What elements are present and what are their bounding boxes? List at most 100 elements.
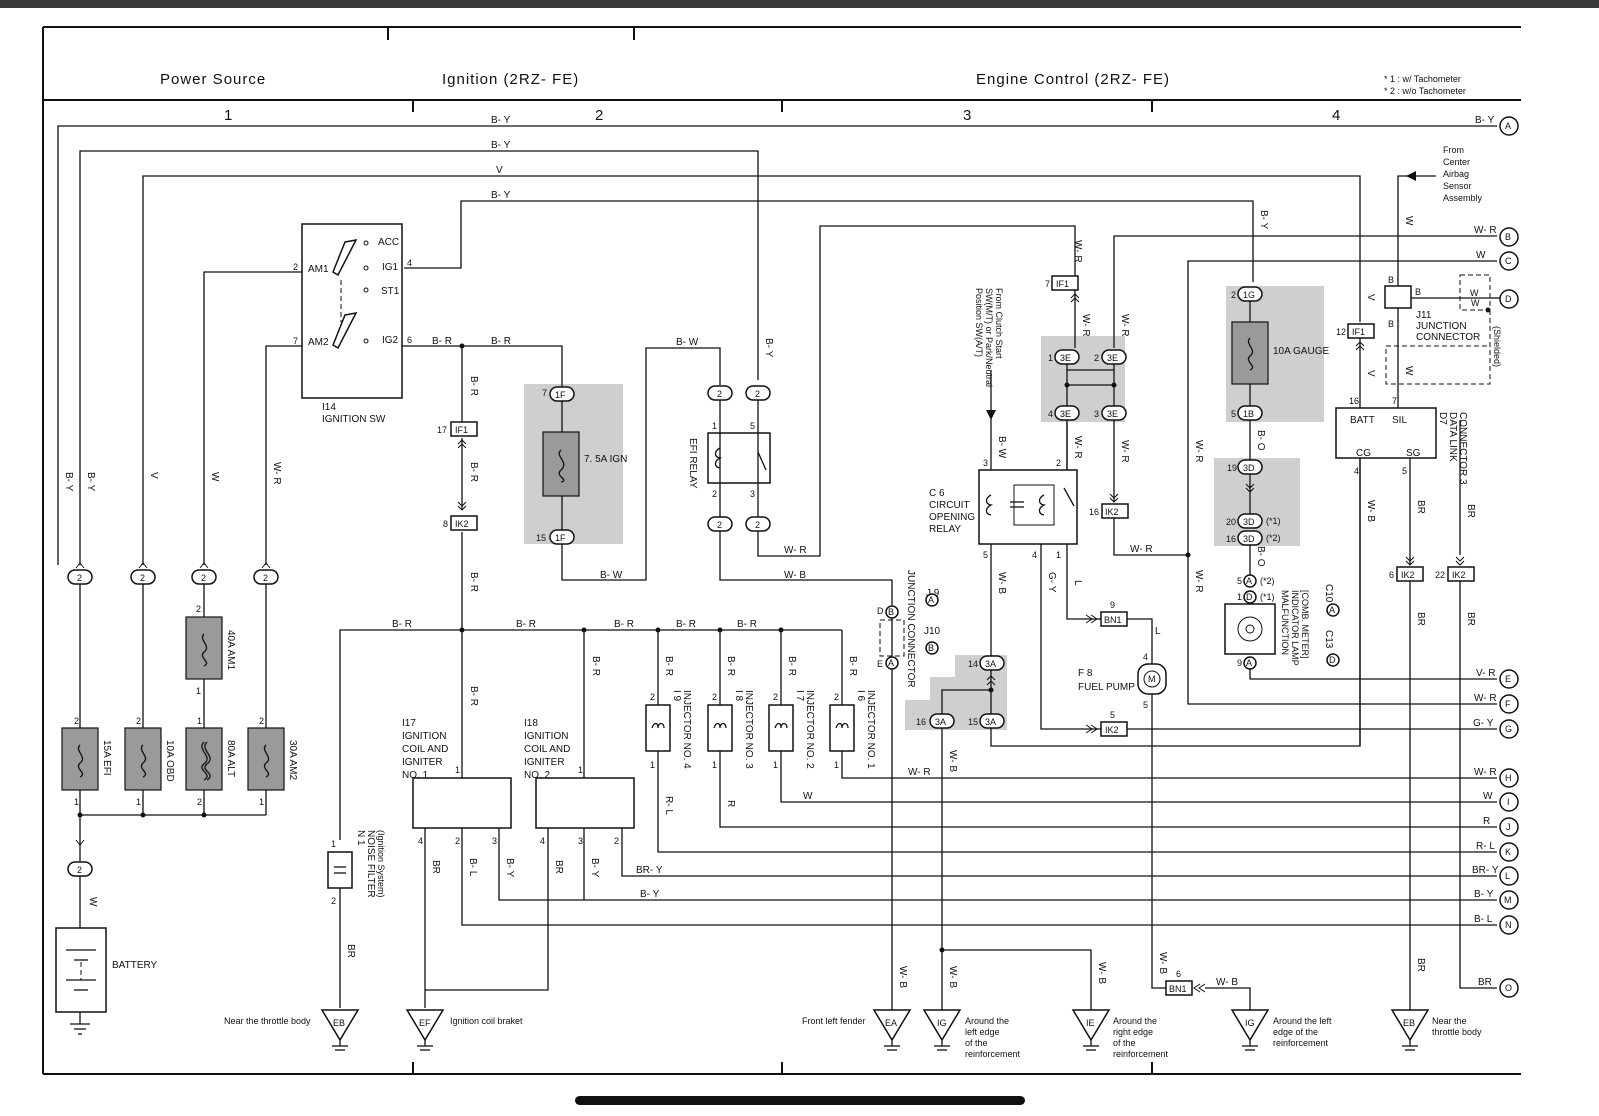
svg-text:IK2: IK2	[455, 519, 469, 529]
svg-text:B- R: B- R	[663, 656, 674, 676]
svg-text:O: O	[1505, 983, 1512, 993]
svg-text:1: 1	[712, 760, 717, 770]
svg-text:B- R: B- R	[432, 336, 452, 347]
svg-text:BR: BR	[1478, 977, 1492, 988]
svg-text:M: M	[1504, 895, 1512, 905]
svg-text:SIL: SIL	[1392, 415, 1407, 426]
svg-text:IF1: IF1	[455, 425, 468, 435]
svg-text:OPENING: OPENING	[929, 512, 975, 523]
svg-text:2: 2	[331, 896, 336, 906]
svg-text:NO. 1: NO. 1	[402, 770, 429, 781]
column-number: 4	[1332, 107, 1341, 124]
svg-text:I17: I17	[402, 718, 416, 729]
svg-text:B- Y: B- Y	[589, 858, 600, 878]
svg-text:M: M	[1148, 674, 1156, 684]
svg-text:I 7: I 7	[794, 690, 805, 702]
svg-text:17: 17	[437, 425, 447, 435]
svg-text:Ignition coil braket: Ignition coil braket	[450, 1016, 523, 1026]
svg-text:2: 2	[717, 389, 722, 399]
svg-text:B- W: B- W	[600, 570, 623, 581]
svg-text:Around the: Around the	[965, 1016, 1009, 1026]
svg-text:12: 12	[1336, 327, 1346, 337]
svg-text:B- R: B- R	[676, 619, 696, 630]
svg-text:B- W: B- W	[996, 436, 1007, 459]
svg-text:3E: 3E	[1107, 409, 1118, 419]
svg-text:BR- Y: BR- Y	[636, 865, 663, 876]
svg-text:Around the left: Around the left	[1273, 1016, 1332, 1026]
svg-text:1B: 1B	[1243, 409, 1254, 419]
svg-text:W- R: W- R	[1193, 440, 1204, 463]
svg-text:AM2: AM2	[308, 337, 329, 348]
svg-text:5: 5	[1110, 710, 1115, 720]
svg-text:COIL AND: COIL AND	[402, 744, 448, 755]
svg-text:W- R: W- R	[1130, 544, 1153, 555]
svg-text:CONNECTOR: CONNECTOR	[1416, 332, 1480, 343]
svg-text:5: 5	[750, 421, 755, 431]
svg-text:20: 20	[1226, 517, 1236, 527]
svg-text:D7: D7	[1437, 412, 1448, 425]
svg-text:3: 3	[492, 836, 497, 846]
svg-text:SW(M/T) or Park/Neutral: SW(M/T) or Park/Neutral	[984, 288, 994, 387]
svg-text:BR: BR	[430, 860, 441, 874]
svg-text:V: V	[148, 472, 159, 479]
j11-junction: From Center Airbag Sensor Assembly W B B…	[1384, 145, 1502, 408]
svg-text:IK2: IK2	[1452, 570, 1466, 580]
svg-text:B- R: B- R	[516, 619, 536, 630]
svg-text:W- B: W- B	[1216, 977, 1238, 988]
svg-text:B- Y: B- Y	[85, 472, 96, 492]
svg-text:BR: BR	[1415, 612, 1426, 626]
svg-text:2: 2	[293, 262, 298, 272]
svg-text:4: 4	[1032, 550, 1037, 560]
svg-text:BR: BR	[1465, 504, 1476, 518]
svg-text:W: W	[1403, 366, 1414, 376]
svg-text:I18: I18	[524, 718, 538, 729]
top-wires: B- Y B- Y B- Y V B- Y	[57, 115, 1497, 565]
svg-text:BR: BR	[553, 860, 564, 874]
ig2-wires: B- R B- R B- R B- R B- R B- R	[402, 336, 563, 778]
svg-text:Around the: Around the	[1113, 1016, 1157, 1026]
svg-text:4: 4	[1048, 409, 1053, 419]
svg-text:W- B: W- B	[947, 750, 958, 772]
injector-bus: B- R B- R B- R B- R B- R B- R B- R B- R …	[339, 619, 858, 840]
svg-text:V: V	[1365, 294, 1376, 301]
svg-text:1: 1	[455, 765, 460, 775]
svg-text:2: 2	[1231, 290, 1236, 300]
svg-text:B- Y: B- Y	[1258, 210, 1269, 230]
svg-text:7: 7	[1045, 279, 1050, 289]
svg-text:IK2: IK2	[1401, 570, 1415, 580]
note-no-tachometer: * 2 : w/o Tachometer	[1384, 86, 1466, 96]
svg-text:2: 2	[263, 573, 268, 583]
svg-text:BN1: BN1	[1169, 984, 1187, 994]
svg-text:Center: Center	[1443, 157, 1470, 167]
svg-text:CIRCUIT: CIRCUIT	[929, 500, 970, 511]
svg-text:10A GAUGE: 10A GAUGE	[1273, 346, 1329, 357]
svg-text:B: B	[928, 643, 934, 653]
ignition-switch: 2 7 AM1 AM2 ACC IG1 ST1 IG2 4 6 I14 IGNI…	[203, 223, 412, 565]
svg-text:(Ignition System): (Ignition System)	[376, 830, 386, 898]
svg-text:16: 16	[916, 717, 926, 727]
svg-text:B- Y: B- Y	[640, 889, 660, 900]
svg-text:1: 1	[834, 760, 839, 770]
svg-text:2: 2	[259, 716, 264, 726]
note-tachometer: * 1 : w/ Tachometer	[1384, 74, 1461, 84]
svg-text:16: 16	[1089, 507, 1099, 517]
svg-text:2: 2	[712, 489, 717, 499]
svg-text:INJECTOR NO. 3: INJECTOR NO. 3	[743, 690, 754, 769]
svg-text:2: 2	[197, 797, 202, 807]
svg-text:80A ALT: 80A ALT	[225, 740, 236, 777]
svg-text:1F: 1F	[555, 533, 566, 543]
svg-text:1: 1	[1056, 550, 1061, 560]
connector-3e: IF1 7 W- R W- R 3E 1 3E 2 3E 4 3E 3 W- R…	[1045, 225, 1497, 556]
svg-text:1: 1	[74, 797, 79, 807]
svg-text:1: 1	[773, 760, 778, 770]
svg-text:A: A	[1505, 121, 1511, 131]
svg-text:D: D	[1246, 592, 1253, 602]
svg-text:14: 14	[968, 659, 978, 669]
svg-text:W- B: W- B	[947, 966, 958, 988]
svg-text:1: 1	[136, 797, 141, 807]
svg-text:3E: 3E	[1060, 409, 1071, 419]
svg-text:EF: EF	[419, 1018, 431, 1028]
svg-text:EFI RELAY: EFI RELAY	[687, 438, 698, 489]
svg-text:W- R: W- R	[784, 545, 807, 556]
